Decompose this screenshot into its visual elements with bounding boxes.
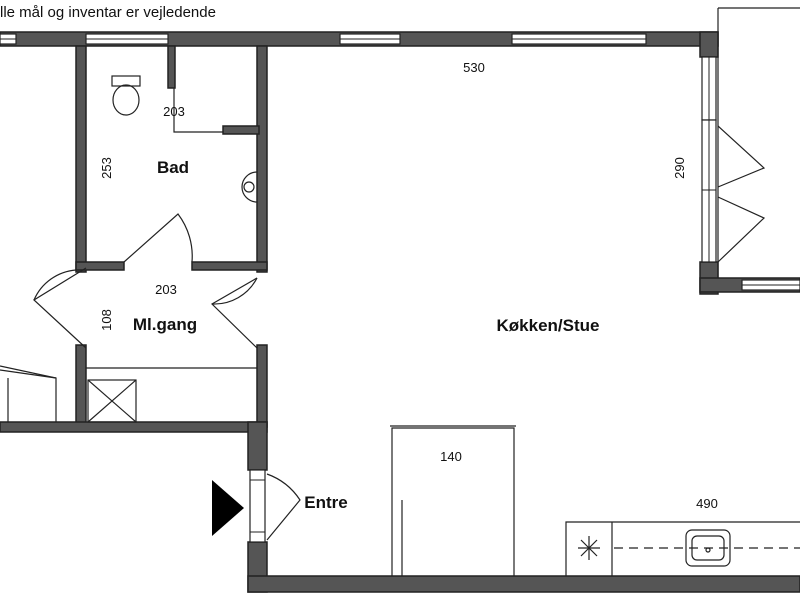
washbasin-icon xyxy=(241,171,258,203)
window-right-door xyxy=(701,119,717,263)
room-label-living: Køkken/Stue xyxy=(497,316,600,335)
hall-right-door-swing xyxy=(211,277,258,349)
room-label-bath: Bad xyxy=(157,158,189,177)
balcony-door-leaves xyxy=(717,125,766,263)
toilet-icon xyxy=(111,75,141,116)
dimension-kitchen: 490 xyxy=(696,496,718,511)
dimension-balcony: 290 xyxy=(672,157,687,179)
balcony-outline xyxy=(717,7,800,278)
bottom-left-wall xyxy=(0,421,268,433)
dimension-top-width: 530 xyxy=(463,60,485,75)
shower-partition xyxy=(173,88,223,133)
entry-left-wall xyxy=(247,421,268,471)
bath-door-swing xyxy=(123,213,193,263)
entrance-arrow-icon xyxy=(212,480,244,536)
window-right-upper xyxy=(701,56,717,121)
bath-bottom-wall-left xyxy=(75,261,125,271)
hall-storage-icon xyxy=(86,367,257,423)
hall-left-wall-lower xyxy=(75,344,87,428)
window-top-right xyxy=(511,33,647,45)
bath-stub-top xyxy=(167,45,176,89)
entry-door xyxy=(249,469,301,543)
dimension-hall-width: 203 xyxy=(155,282,177,297)
left-room-fixture xyxy=(0,365,57,422)
right-wall-upper xyxy=(699,31,719,58)
closet xyxy=(390,425,516,576)
bath-partition-stub xyxy=(222,125,260,135)
dimension-closet: 140 xyxy=(440,449,462,464)
bath-right-wall xyxy=(256,45,268,273)
dimension-bath-width: 203 xyxy=(163,104,185,119)
bottom-exterior-wall xyxy=(247,575,800,593)
room-label-entry: Entre xyxy=(304,493,347,512)
kitchen-counter xyxy=(565,521,800,576)
dimension-bath-depth: 253 xyxy=(99,157,114,179)
bath-left-wall xyxy=(75,45,87,273)
window-lower-right xyxy=(741,279,800,291)
window-top-middle xyxy=(339,33,401,45)
stove-icon xyxy=(578,536,600,560)
window-top-bath xyxy=(85,33,169,45)
hall-left-door-swing xyxy=(33,267,87,349)
dimension-hall-depth: 108 xyxy=(99,309,114,331)
sink-icon xyxy=(685,529,731,567)
room-label-hall: Ml.gang xyxy=(133,315,197,334)
hall-right-wall-lower xyxy=(256,344,268,428)
disclaimer-note: lle mål og inventar er vejledende xyxy=(0,4,216,21)
window-top-left xyxy=(0,33,17,45)
bath-bottom-wall-right xyxy=(191,261,268,271)
